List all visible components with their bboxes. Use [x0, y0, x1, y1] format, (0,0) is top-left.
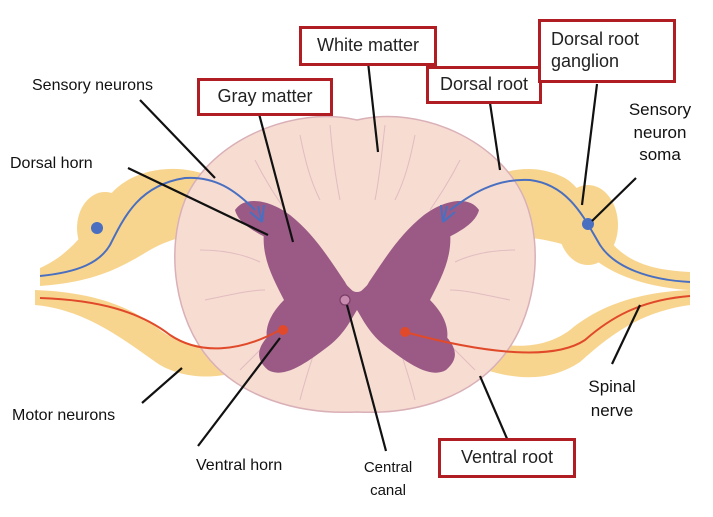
white-matter-text: White matter [316, 35, 420, 56]
dorsal-root-ganglion-line2: ganglion [551, 51, 620, 71]
label-central-canal-line2: canal [370, 482, 406, 500]
label-spinal-nerve-line1: Spinal [588, 377, 636, 396]
label-spinal-nerve-line2: nerve [590, 400, 634, 420]
leader-lines [127, 61, 641, 452]
label-sensory-neurons: Sensory neurons [32, 77, 153, 94]
right-sensory-soma [582, 218, 594, 230]
ventral-root-text: Ventral root [460, 447, 554, 468]
gray-matter-fill [263, 225, 451, 355]
label-sensory-neuron-soma-line3: soma [639, 145, 681, 165]
label-ventral-horn: Ventral horn [196, 457, 283, 474]
dorsal-root-ganglion-line1: Dorsal root [551, 29, 640, 50]
boxed-label-dorsal-root: Dorsal root [426, 66, 542, 104]
white-matter-region [174, 115, 536, 414]
dorsal-root-text: Dorsal root [439, 74, 529, 95]
right-motor-soma [400, 327, 410, 337]
boxed-label-gray-matter: Gray matter [197, 78, 333, 116]
left-motor-soma [278, 325, 288, 335]
label-dorsal-horn: Dorsal horn [10, 155, 93, 172]
boxed-label-dorsal-root-ganglion: Dorsal root ganglion [538, 19, 676, 83]
left-sensory-soma [91, 222, 103, 234]
central-canal [339, 294, 351, 306]
label-sensory-neuron-soma-line2: neuron [633, 122, 687, 142]
label-spinal-nerve: Spinal nerve [572, 377, 652, 420]
label-sensory-neuron-soma-line1: Sensory [628, 100, 692, 119]
label-central-canal: Central canal [352, 459, 424, 500]
label-central-canal-line1: Central [363, 459, 413, 476]
sensory-fibers [39, 176, 691, 283]
motor-fibers [39, 295, 691, 354]
gray-matter-text: Gray matter [217, 86, 313, 107]
boxed-label-ventral-root: Ventral root [438, 438, 576, 478]
label-sensory-neuron-soma: Sensory neuron soma [620, 100, 700, 165]
boxed-label-white-matter: White matter [299, 26, 437, 66]
label-motor-neurons: Motor neurons [12, 407, 116, 424]
